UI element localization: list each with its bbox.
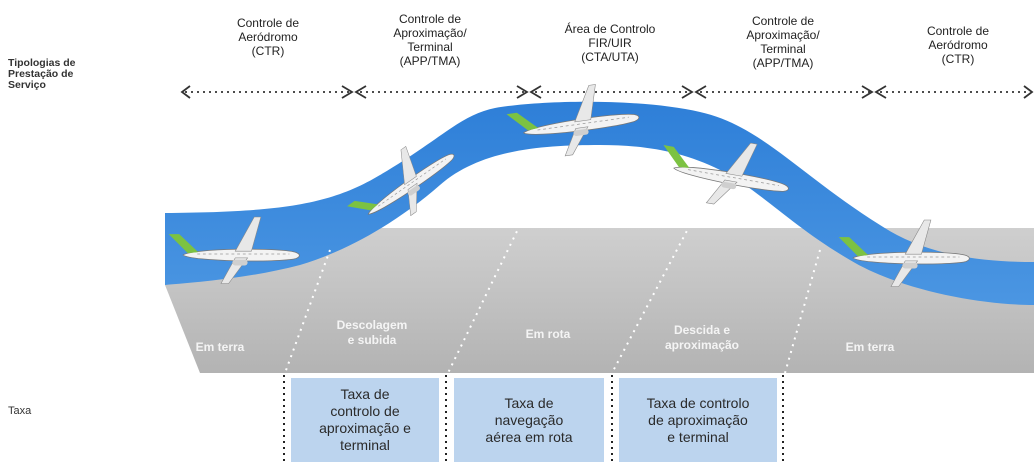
phase-separators — [284, 224, 821, 374]
phase-label-enroute: Em rota — [525, 327, 571, 341]
zone-arrows — [180, 85, 1034, 99]
zone-label-ctr-right: Controle de Aeródromo (CTR) — [926, 24, 990, 66]
zone-label-ctr-left: Controle de Aeródromo (CTR) — [236, 16, 300, 58]
phase-label-takeoff: Descolagem e subida — [336, 318, 408, 347]
phase-label-ground-right: Em terra — [845, 340, 895, 354]
service-row-label: Tipologias de Prestação de Serviço — [8, 57, 76, 91]
tax-row-label: Taxa — [8, 405, 32, 417]
tax-box-approach: Taxa de controlo de aproximação e termin… — [291, 378, 439, 462]
zone-label-app-right: Controle de Aproximação/ Terminal (APP/T… — [746, 14, 820, 70]
tax-separators — [283, 375, 784, 462]
zone-label-app-left: Controle de Aproximação/ Terminal (APP/T… — [393, 12, 467, 68]
airspace-band — [165, 101, 1034, 305]
phase-label-descent: Descida e aproximação — [664, 323, 740, 352]
tax-box-enroute: Taxa de navegação aérea em rota — [454, 378, 604, 462]
tax-box-terminal: Taxa de controlo de aproximação e termin… — [619, 378, 777, 462]
phase-label-ground-left: Em terra — [195, 340, 245, 354]
zone-label-cta: Área de Controlo FIR/UIR (CTA/UTA) — [564, 22, 656, 64]
